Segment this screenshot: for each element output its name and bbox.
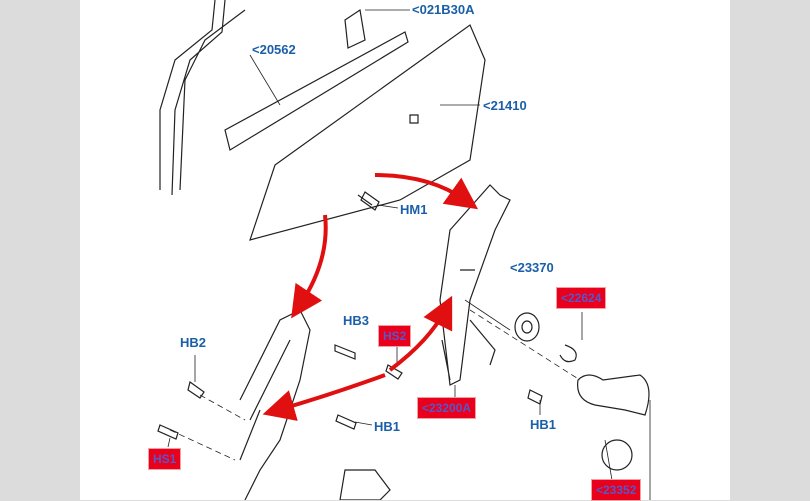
callout-hs2[interactable]: HS2 — [378, 325, 412, 347]
arrow-glass-to-regulator-left — [291, 214, 328, 319]
bushing-23370 — [514, 312, 540, 342]
bolt-hb1-left — [335, 414, 357, 430]
callout-hb2[interactable]: HB2 — [180, 335, 207, 350]
callout-hb1-right[interactable]: HB1 — [530, 417, 557, 432]
motor — [339, 469, 391, 500]
callout-23200a[interactable]: <23200A — [417, 397, 477, 419]
bracket-021b30a — [344, 8, 366, 49]
clip-22624 — [559, 344, 577, 363]
bolt-hb2 — [187, 380, 205, 399]
arrow-hs2-to-regulator — [388, 295, 453, 372]
handle-cap-23352 — [601, 439, 633, 471]
callout-hb3[interactable]: HB3 — [343, 313, 370, 328]
bolt-hs2 — [385, 364, 403, 380]
bolt-hs1 — [157, 424, 179, 440]
weatherstrip-20562 — [224, 31, 409, 151]
arrow-glass-to-regulator-right — [374, 173, 479, 210]
window-handle — [577, 374, 650, 416]
callout-hb1-left[interactable]: HB1 — [374, 419, 401, 434]
door-glass-21410 — [249, 24, 486, 241]
callout-20562[interactable]: <20562 — [252, 42, 296, 57]
callout-hs1[interactable]: HS1 — [148, 448, 182, 470]
arrow-hs2-to-left-regulator — [262, 373, 386, 421]
callout-hm1[interactable]: HM1 — [400, 202, 428, 217]
callout-22624[interactable]: <22624 — [556, 287, 607, 309]
callout-23370[interactable]: <23370 — [510, 260, 554, 275]
parts-diagram-sheet — [80, 0, 730, 500]
glass-run-channel — [159, 0, 246, 196]
bolt-hm1 — [357, 191, 380, 211]
callout-021b30a[interactable]: <021B30A — [412, 2, 475, 17]
bolt-hb3 — [334, 344, 356, 360]
callout-21410[interactable]: <21410 — [483, 98, 527, 113]
regulator-23200a — [439, 184, 511, 386]
regulator-left — [239, 309, 311, 500]
callout-23352[interactable]: <23352 — [591, 479, 642, 501]
